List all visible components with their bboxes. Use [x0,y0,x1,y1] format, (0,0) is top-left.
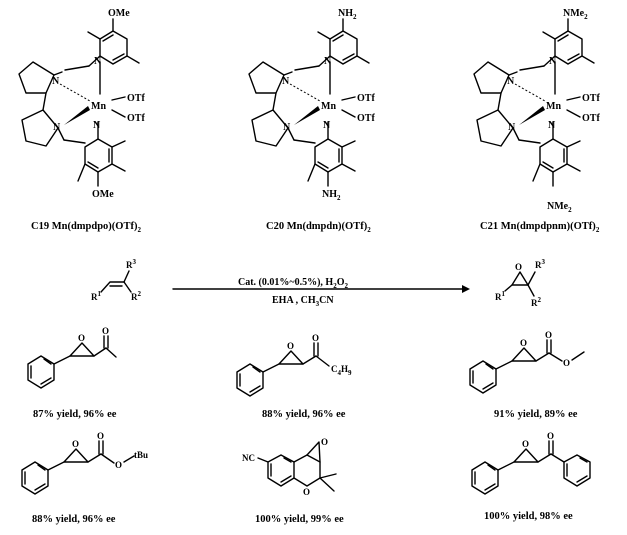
p4-tbu: tBu [134,450,148,460]
epoxide-o: O [515,262,522,272]
c19-bottom-substituent: OMe [92,189,114,200]
reaction-conditions-line1: Cat. (0.01%~0.5%), H2O2 [238,277,348,290]
product-5-result: 100% yield, 99% ee [255,514,344,525]
catalyst-c19: OMe N N Mn OTf OTf N N OMe C19 Mn(dmpdpo… [18,8,145,234]
catalyst-c21-skeleton [473,18,595,187]
p2-carbonyl-o: O [312,333,319,343]
c19-amine-n-top: N [52,76,60,87]
product-3-structure: O O O [469,330,585,394]
c19-pyridine-n-top: N [94,56,102,67]
c20-pyridine-n-bottom: N [323,120,331,131]
c20-bottom-substituent: NH2 [322,189,341,202]
product-4-result: 88% yield, 96% ee [32,514,116,525]
c21-otf-top: OTf [582,93,600,104]
product-1-structure: O O [27,326,117,389]
product-6-structure: O O [471,431,591,495]
c19-pyridine-n-bottom: N [93,120,101,131]
c21-pyridine-n-top: N [549,56,557,67]
catalyst-c19-skeleton [18,18,140,187]
p5-epoxide-o: O [321,437,328,447]
product-3-result: 91% yield, 89% ee [494,409,578,420]
alkene-substrate: R3 R1 R2 [91,258,142,302]
c19-caption: C19 Mn(dmpdpo)(OTf)2 [31,221,141,234]
alkene-r3: R3 [126,258,137,270]
c19-amine-n-bottom: N [53,122,61,133]
c20-pyridine-n-top: N [324,56,332,67]
p4-epoxide-o: O [72,439,79,449]
c21-amine-n-top: N [507,76,515,87]
p6-carbonyl-o: O [547,431,554,441]
c19-otf-bottom: OTf [127,113,145,124]
product-2-structure: O O C4H9 [236,333,352,397]
c19-top-substituent: OMe [108,8,130,19]
c20-caption: C20 Mn(dmpdn)(OTf)2 [266,221,371,234]
p2-epoxide-o: O [287,341,294,351]
product-1-result: 87% yield, 96% ee [33,409,117,420]
c20-amine-n-top: N [282,76,290,87]
p1-carbonyl-o: O [102,326,109,336]
p2-butyl: C4H9 [331,364,352,377]
product-2-result: 88% yield, 96% ee [262,409,346,420]
c21-otf-bottom: OTf [582,113,600,124]
p3-ester-o: O [563,358,570,368]
catalyst-c20: NH2 N N Mn OTf OTf N N NH2 C20 Mn(dmpdn)… [248,8,375,234]
catalyst-c21: NMe2 N N Mn OTf OTf N N NMe2 C21 Mn(dmpd… [473,8,600,234]
c20-amine-n-bottom: N [283,122,291,133]
product-6-result: 100% yield, 98% ee [484,511,573,522]
p5-ring-o: O [303,487,310,497]
product-5-structure: NC O O [242,437,337,497]
p4-carbonyl-o: O [97,431,104,441]
c21-pyridine-n-bottom: N [548,120,556,131]
p3-carbonyl-o: O [545,330,552,340]
epoxide-product: O R3 R1 R2 [495,258,546,308]
product-4-structure: O O O tBu [21,431,148,495]
epoxide-r3: R3 [535,258,546,270]
c20-mn: Mn [321,101,336,112]
c19-otf-top: OTf [127,93,145,104]
c21-amine-n-bottom: N [508,122,516,133]
alkene-r2: R2 [131,290,142,302]
c20-top-substituent: NH2 [338,8,357,21]
p4-ester-o: O [115,460,122,470]
catalyst-c20-skeleton [248,18,370,187]
c21-caption: C21 Mn(dmpdpnm)(OTf)2 [480,221,600,234]
c21-bottom-substituent: NMe2 [547,201,572,214]
p3-epoxide-o: O [520,338,527,348]
reaction-conditions-line2: EHA , CH3CN [272,295,334,308]
p5-nc: NC [242,453,255,463]
p1-epoxide-o: O [78,333,85,343]
p6-epoxide-o: O [522,439,529,449]
c20-otf-bottom: OTf [357,113,375,124]
alkene-r1: R1 [91,290,102,302]
c19-mn: Mn [91,101,106,112]
c21-mn: Mn [546,101,561,112]
epoxide-r1: R1 [495,290,506,302]
c20-otf-top: OTf [357,93,375,104]
epoxide-r2: R2 [531,296,542,308]
c21-top-substituent: NMe2 [563,8,588,21]
reaction-arrow [172,285,470,293]
